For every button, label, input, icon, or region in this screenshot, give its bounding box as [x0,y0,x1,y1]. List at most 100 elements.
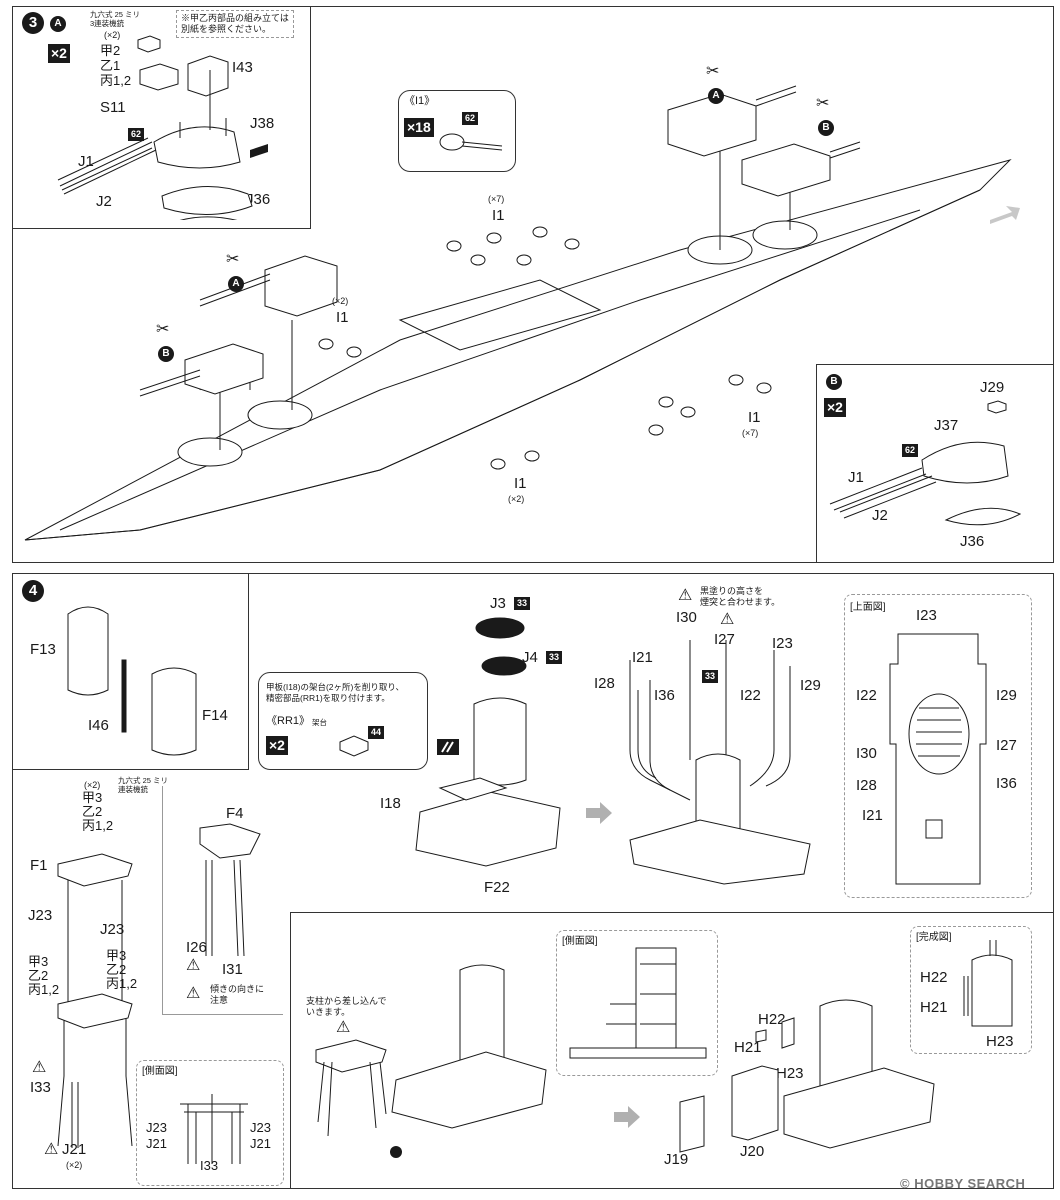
rr1-part-drawing [339,735,369,757]
mast-top-type-3: 丙1,2 [82,818,114,833]
part-j1-b: J1 [848,469,864,486]
j4-paint: 33 [546,651,563,664]
rr1-title: 《RR1》 [266,715,311,727]
lower-warning-icon: ⚠ [336,1019,351,1036]
part-j4: J4 [522,649,538,666]
i1-box-title: 《I1》 [404,95,436,107]
i1-right-qty: (×7) [742,428,759,438]
i1-bottom-qty: (×2) [508,494,525,504]
i1-top-label: I1 [492,207,505,224]
small-side-view-drawing [180,1094,248,1164]
pipes-paint: 33 [702,670,719,683]
i26-warning-icon: ⚠ [186,957,201,974]
part-i31: I31 [222,961,243,978]
part-h23: H23 [776,1065,804,1082]
i1-top-qty: (×7) [488,194,505,204]
top-i30: I30 [856,745,877,762]
pipe-i29: I29 [800,677,821,694]
side-j23-right: J23 [250,1120,271,1135]
pipe-i22: I22 [740,687,761,704]
sub-a-note: ※甲乙丙部品の組み立ては 別紙を参照ください。 [176,10,294,38]
j21-warning-icon: ⚠ [44,1141,59,1158]
i33-warning-icon: ⚠ [32,1059,47,1076]
flow-arrow-2 [614,1106,640,1128]
sub-a-type-3: 丙1,2 [100,73,132,88]
side-j21-left: J21 [146,1136,167,1151]
pipes-note: 黒塗りの高さを 煙突と合わせます。 [700,586,781,607]
sub-b-paint-code: 62 [902,444,919,457]
part-j37: J37 [934,417,959,434]
part-i18: I18 [380,795,401,812]
tool-icon-b1: ✂ [816,95,830,112]
complete-h23: H23 [986,1033,1014,1050]
sub-b-turret-drawing [829,400,1022,526]
part-f13: F13 [30,641,56,658]
complete-h22: H22 [920,969,948,986]
pipe-i36: I36 [654,687,675,704]
top-i23: I23 [916,607,937,624]
sub-a-count: ×2 [48,44,70,63]
mast-mid-type-l2: 乙2 [28,968,49,983]
pipes-warning-icon: ⚠ [678,587,693,604]
i1-right-label: I1 [748,409,761,426]
part-j20: J20 [740,1143,765,1160]
sub-a-aa-qty: (×2) [104,30,121,40]
lower-note: 支柱から差し込んで いきます。 [306,996,387,1017]
pipes-drawing [629,640,811,885]
top-i36: I36 [996,775,1017,792]
part-i26: I26 [186,939,207,956]
sub-a-type-2: 乙1 [100,58,121,73]
tilt-note: 傾きの向きに 注意 [210,984,265,1005]
tilt-warning-icon: ⚠ [186,985,201,1002]
mast-mid-type-r1: 甲3 [106,948,127,963]
part-j38: J38 [250,115,275,132]
step3-number: 3 [22,12,44,34]
lower-side-view-title: [側面図] [562,936,598,947]
f13-panel [12,573,249,770]
small-side-view-title: [側面図] [142,1066,178,1077]
paint-marker-icon [437,739,459,755]
part-j29: J29 [980,379,1005,396]
turret-a1-letter: A [708,88,724,104]
top-view-frame [844,594,1032,898]
pipe-i23: I23 [772,635,793,652]
pipe-i21: I21 [632,649,653,666]
part-i46: I46 [88,717,109,734]
sub-b-count: ×2 [824,398,846,417]
pipe-i28: I28 [594,675,615,692]
mast-top-type-1: 甲3 [82,790,103,805]
complete-view-drawing [963,940,1013,1027]
part-j36-b: J36 [960,533,985,550]
sub-a-panel [12,6,311,229]
step4-frame [12,573,1054,1189]
small-side-view-frame [136,1060,284,1186]
sub-a-turret-drawing [57,35,268,220]
rr1-paint: 44 [368,726,385,739]
i1-box-count: ×18 [404,118,434,137]
step3-frame [12,6,1054,563]
part-f14: F14 [202,707,228,724]
lower-side-view-frame [556,930,718,1076]
i1-part-drawing [439,133,503,151]
lower-final-drawing [679,999,935,1153]
turret-b1-letter: B [818,120,834,136]
watermark: © HOBBY SEARCH [900,1176,1026,1191]
tool-icon-b2: ✂ [156,321,170,338]
f4-panel [162,786,283,1015]
i1-box [398,90,516,172]
side-j21-right: J21 [250,1136,271,1151]
rr1-count: ×2 [266,736,288,755]
part-f4: F4 [226,805,244,822]
mast-mid-type-l3: 丙1,2 [28,982,60,997]
i1-left-qty: (×2) [332,296,349,306]
tool-icon-a1: ✂ [706,63,720,80]
part-j19: J19 [664,1151,689,1168]
sub-a-type-1: 甲2 [100,43,121,58]
tool-icon-a2: ✂ [226,251,240,268]
i1-left-label: I1 [336,309,349,326]
rr1-note: 甲板(I18)の架台(2ヶ所)を削り取り、 精密部品(RR1)を取り付けます。 [266,682,405,703]
sub-b-letter: B [826,374,842,390]
part-h21: H21 [734,1039,762,1056]
top-i29: I29 [996,687,1017,704]
left-mast-drawing [57,853,133,1148]
